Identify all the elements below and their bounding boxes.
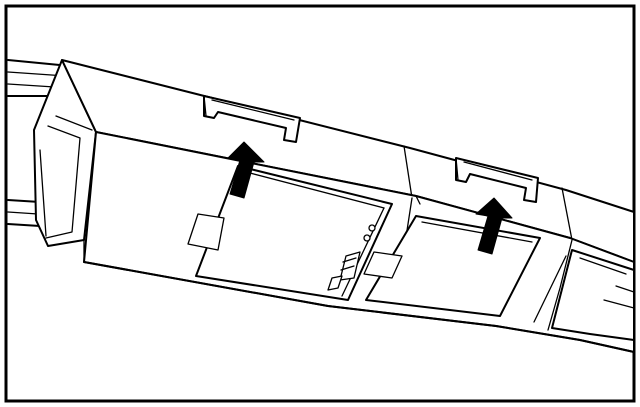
release-tab — [187, 213, 225, 251]
console-end-cap — [33, 59, 97, 247]
small-switch — [327, 275, 343, 291]
release-tab — [363, 251, 403, 279]
switch-panel — [339, 251, 361, 281]
indicator-button — [363, 234, 371, 242]
rear-latch-handle — [203, 95, 301, 143]
indicator-button — [368, 224, 376, 232]
up-arrow-icon — [227, 141, 265, 199]
up-arrow-icon — [475, 197, 513, 255]
rear-storage-door — [187, 165, 393, 301]
third-compartment — [533, 249, 635, 341]
front-latch-handle — [455, 157, 539, 203]
